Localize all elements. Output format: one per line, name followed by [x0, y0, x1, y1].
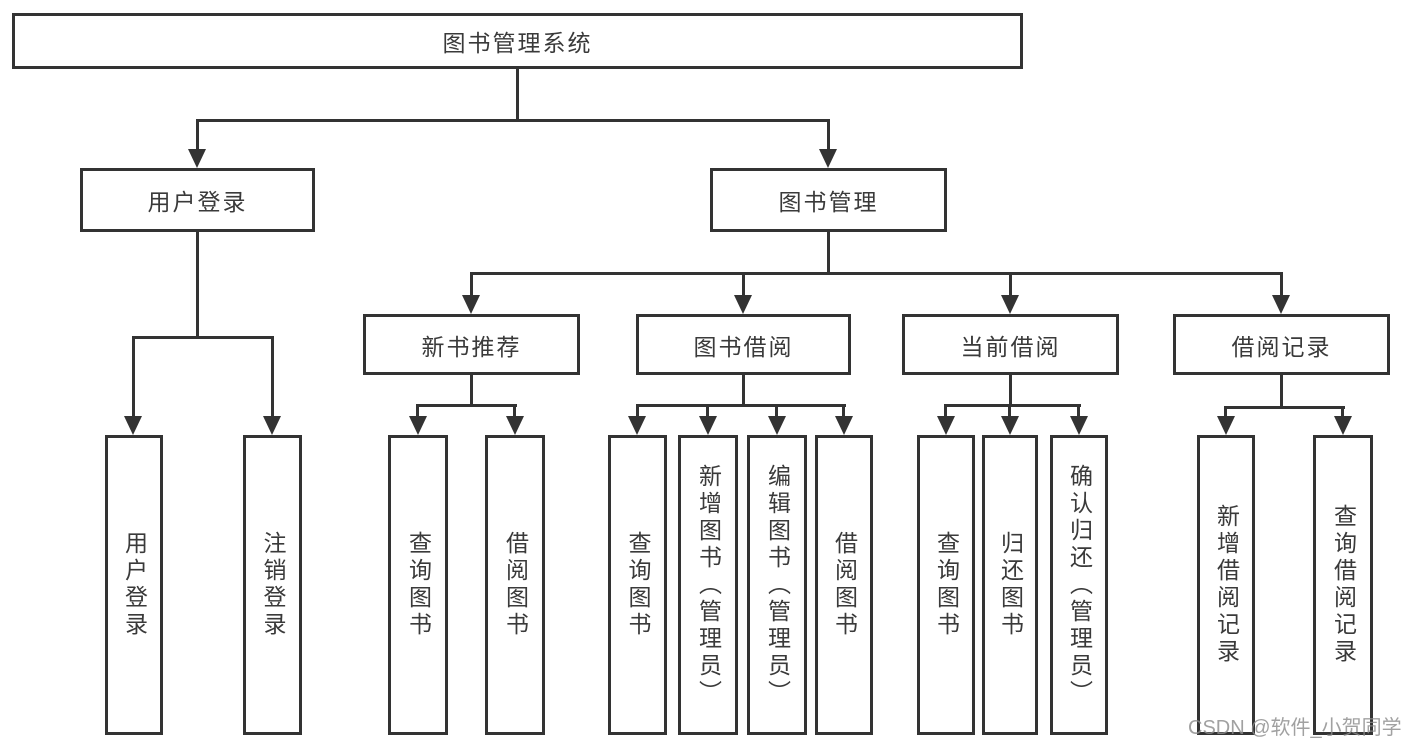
arrow-down-icon — [506, 416, 524, 435]
connector-vline — [706, 404, 709, 418]
connector-vline — [742, 375, 745, 406]
leaf-add-borrow-record-label: 新增借阅记录 — [1213, 504, 1240, 666]
leaf-logout-label: 注销登录 — [260, 531, 286, 639]
leaf-query-books-recommend: 查询图书 — [388, 435, 448, 735]
node-current-borrowing: 当前借阅 — [902, 314, 1119, 375]
connector-vline — [1280, 375, 1283, 408]
connector-hline — [416, 404, 517, 407]
arrow-down-icon — [263, 416, 281, 435]
arrow-down-icon — [1001, 295, 1019, 314]
leaf-return-books-label: 归还图书 — [997, 531, 1024, 639]
connector-hline — [470, 272, 1283, 275]
node-book-borrowing-label: 图书借阅 — [693, 333, 794, 360]
node-library-system-label: 图书管理系统 — [442, 30, 593, 56]
connector-vline — [513, 404, 516, 418]
connector-vline — [1077, 404, 1080, 418]
connector-vline — [416, 404, 419, 418]
connector-vline — [196, 232, 199, 338]
leaf-edit-books-admin: 编辑图书（管理员） — [747, 435, 807, 735]
connector-vline — [1009, 375, 1012, 406]
leaf-return-books: 归还图书 — [982, 435, 1038, 735]
leaf-confirm-return-admin-label: 确认归还（管理员） — [1066, 463, 1093, 707]
node-borrowing-records-label: 借阅记录 — [1231, 333, 1332, 360]
connector-vline — [1341, 406, 1344, 418]
node-user-login: 用户登录 — [80, 168, 315, 232]
connector-vline — [636, 404, 639, 418]
arrow-down-icon — [819, 149, 837, 168]
node-borrowing-records: 借阅记录 — [1173, 314, 1390, 375]
leaf-add-borrow-record: 新增借阅记录 — [1197, 435, 1255, 735]
leaf-query-borrow-record: 查询借阅记录 — [1313, 435, 1373, 735]
arrow-down-icon — [734, 295, 752, 314]
arrow-down-icon — [1334, 416, 1352, 435]
connector-vline — [1280, 272, 1283, 298]
connector-vline — [742, 272, 745, 298]
leaf-logout: 注销登录 — [243, 435, 302, 735]
leaf-add-books-admin-label: 新增图书（管理员） — [695, 463, 722, 707]
arrow-down-icon — [768, 416, 786, 435]
arrow-down-icon — [628, 416, 646, 435]
connector-hline — [1224, 406, 1345, 409]
leaf-query-books-borrowing: 查询图书 — [608, 435, 667, 735]
node-book-management: 图书管理 — [710, 168, 947, 232]
arrow-down-icon — [1217, 416, 1235, 435]
node-book-borrowing: 图书借阅 — [636, 314, 851, 375]
connector-vline — [1008, 404, 1011, 418]
arrow-down-icon — [835, 416, 853, 435]
connector-vline — [1224, 406, 1227, 418]
arrow-down-icon — [124, 416, 142, 435]
connector-vline — [470, 375, 473, 406]
connector-vline — [775, 404, 778, 418]
connector-vline — [827, 119, 830, 152]
leaf-query-books-current: 查询图书 — [917, 435, 975, 735]
node-book-management-label: 图书管理 — [778, 189, 879, 215]
arrow-down-icon — [1272, 295, 1290, 314]
node-library-system: 图书管理系统 — [12, 13, 1023, 69]
connector-vline — [132, 336, 135, 420]
arrow-down-icon — [1001, 416, 1019, 435]
leaf-confirm-return-admin: 确认归还（管理员） — [1050, 435, 1108, 735]
connector-vline — [827, 232, 830, 274]
watermark: CSDN @软件_小贺同学 — [1188, 717, 1402, 739]
leaf-borrow-books-label: 借阅图书 — [831, 531, 858, 639]
connector-vline — [271, 336, 274, 420]
arrow-down-icon — [937, 416, 955, 435]
arrow-down-icon — [409, 416, 427, 435]
leaf-borrow-books: 借阅图书 — [815, 435, 873, 735]
connector-vline — [470, 272, 473, 298]
node-new-book-recommendation: 新书推荐 — [363, 314, 580, 375]
leaf-query-books-borrowing-label: 查询图书 — [625, 531, 651, 639]
node-new-book-recommendation-label: 新书推荐 — [421, 333, 522, 360]
connector-hline — [132, 336, 274, 339]
leaf-query-borrow-record-label: 查询借阅记录 — [1330, 504, 1357, 666]
leaf-query-books-current-label: 查询图书 — [933, 531, 960, 639]
connector-vline — [1009, 272, 1012, 298]
arrow-down-icon — [1070, 416, 1088, 435]
leaf-query-books-recommend-label: 查询图书 — [405, 531, 432, 639]
connector-vline — [944, 404, 947, 418]
node-user-login-label: 用户登录 — [147, 189, 248, 215]
arrow-down-icon — [462, 295, 480, 314]
connector-hline — [636, 404, 846, 407]
leaf-user-login-label: 用户登录 — [121, 531, 148, 639]
node-current-borrowing-label: 当前借阅 — [960, 333, 1061, 360]
arrow-down-icon — [188, 149, 206, 168]
connector-hline — [196, 119, 830, 122]
leaf-user-login: 用户登录 — [105, 435, 163, 735]
leaf-borrow-books-recommend: 借阅图书 — [485, 435, 545, 735]
leaf-borrow-books-recommend-label: 借阅图书 — [502, 531, 529, 639]
connector-vline — [516, 68, 519, 121]
leaf-add-books-admin: 新增图书（管理员） — [678, 435, 738, 735]
arrow-down-icon — [699, 416, 717, 435]
connector-vline — [842, 404, 845, 418]
connector-vline — [196, 119, 199, 152]
connector-hline — [944, 404, 1081, 407]
leaf-edit-books-admin-label: 编辑图书（管理员） — [764, 463, 791, 707]
